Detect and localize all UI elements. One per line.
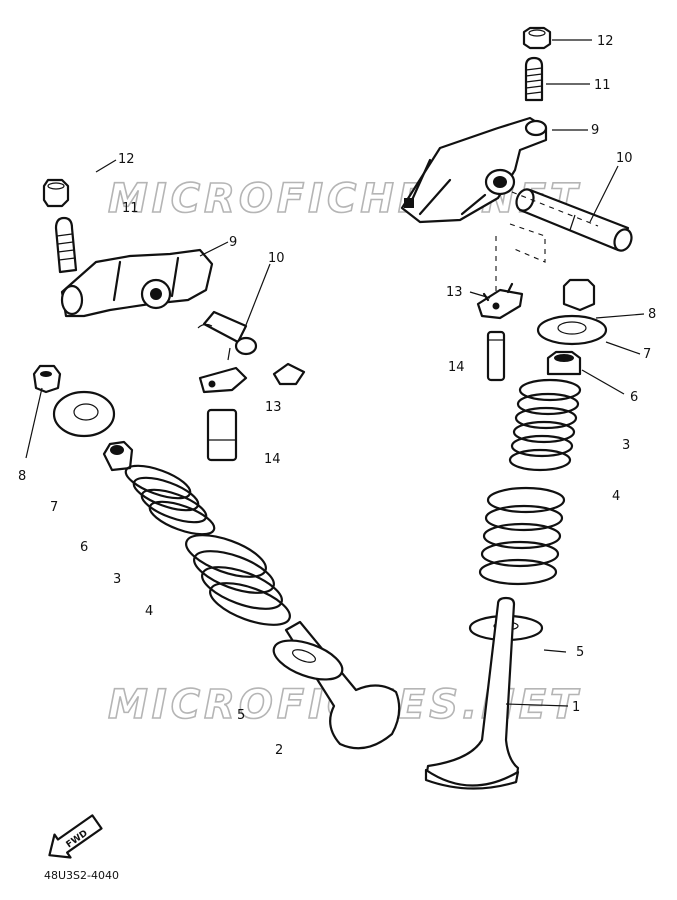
callout-left-5: 5 (237, 708, 245, 723)
spring-retainer-right (536, 314, 608, 346)
valve-left (272, 620, 401, 750)
callout-left-10: 10 (268, 251, 285, 266)
callout-right-6: 6 (630, 390, 638, 405)
callout-right-5: 5 (576, 645, 584, 660)
adjuster-screw-left (54, 216, 78, 274)
callout-left-6: 6 (80, 540, 88, 555)
callout-left-4: 4 (145, 604, 153, 619)
rocker-arm-right (400, 116, 548, 224)
outer-spring-right (478, 486, 566, 586)
drawing-code: 48U3S2-4040 (44, 869, 119, 882)
callout-right-9: 9 (591, 123, 599, 138)
callout-right-14: 14 (448, 360, 465, 375)
outer-spring-left (185, 534, 291, 626)
callout-right-8: 8 (648, 307, 656, 322)
callout-right-11: 11 (594, 78, 611, 93)
forward-arrow-icon: FWD (48, 814, 103, 859)
callout-right-1: 1 (572, 700, 580, 715)
nut-right (522, 26, 552, 50)
keeper-right (562, 278, 596, 312)
callout-left-9: 9 (229, 235, 237, 250)
axis-line-bracket (509, 223, 546, 263)
inner-spring-right (508, 378, 582, 472)
callout-left-8: 8 (18, 469, 26, 484)
callout-left-3: 3 (113, 572, 121, 587)
callout-left-13: 13 (265, 400, 282, 415)
callout-right-12: 12 (597, 34, 614, 49)
stem-seal-right (546, 350, 582, 376)
spring-retainer-left (52, 390, 116, 438)
rocker-arm-left (60, 248, 214, 318)
stem-seal-left (102, 440, 134, 472)
inner-spring-left (124, 464, 216, 536)
callout-right-3: 3 (622, 438, 630, 453)
callout-right-4: 4 (612, 489, 620, 504)
nut-left (42, 178, 70, 208)
leader-lines (25, 39, 645, 707)
callout-left-12: 12 (118, 152, 135, 167)
callout-right-10: 10 (616, 151, 633, 166)
adjuster-screw-right (524, 56, 544, 102)
callout-left-11: 11 (122, 201, 139, 216)
bolt-left (206, 408, 238, 462)
keeper-left (32, 364, 62, 394)
bolt-right (486, 330, 506, 382)
callout-right-13: 13 (446, 285, 463, 300)
callout-left-2: 2 (275, 743, 283, 758)
lock-plate-right (476, 282, 524, 320)
callout-left-7: 7 (50, 500, 58, 515)
lock-plate-left (198, 362, 306, 394)
rocker-shaft-left (197, 310, 258, 361)
rocker-shaft-right (515, 188, 633, 252)
callout-right-7: 7 (643, 347, 651, 362)
callout-left-14: 14 (264, 452, 281, 467)
valve-right (424, 596, 520, 790)
